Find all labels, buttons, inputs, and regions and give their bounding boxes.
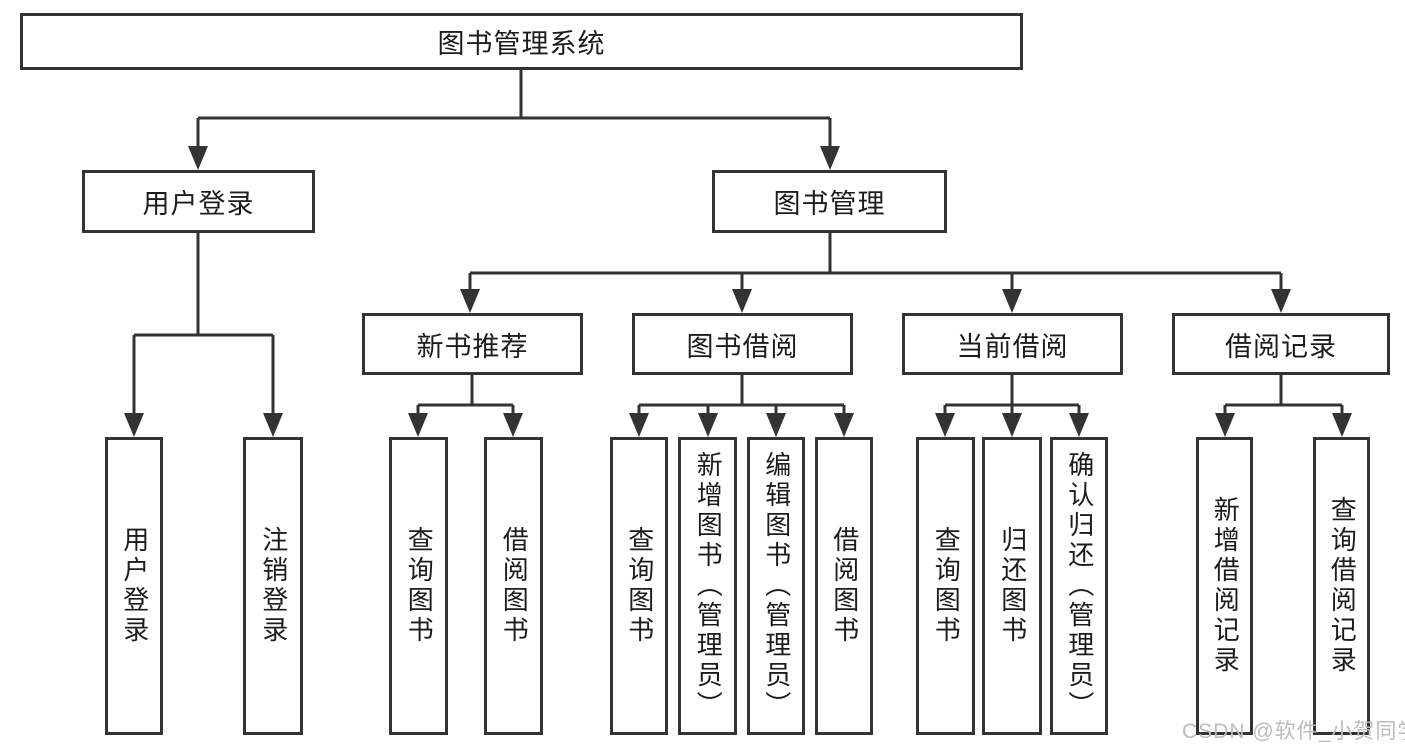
- leaf-user-login: 用户登录: [105, 437, 163, 735]
- leaf-newrec-borrow-book-label: 借阅图书: [499, 526, 530, 646]
- connector-user-login-branch: [124, 233, 283, 437]
- arrowhead: [1002, 289, 1022, 313]
- arrowhead: [1215, 413, 1235, 437]
- node-book-borrow-label: 图书借阅: [686, 331, 799, 362]
- leaf-borrow-query-book-label: 查询图书: [624, 526, 655, 646]
- node-root-system-label: 图书管理系统: [437, 29, 606, 59]
- leaf-user-login-label: 用户登录: [119, 526, 150, 646]
- arrowhead: [629, 413, 649, 437]
- node-user-login-label: 用户登录: [142, 189, 255, 219]
- connector-book-management-branch: [460, 233, 1291, 313]
- arrowhead: [1002, 413, 1022, 437]
- arrowhead: [1271, 289, 1291, 313]
- connector-borrow-records-branch: [1215, 375, 1352, 437]
- leaf-borrow-book-label: 借阅图书: [829, 526, 860, 646]
- leaf-borrow-query-book: 查询图书: [610, 437, 668, 735]
- leaf-logout-login: 注销登录: [243, 437, 303, 735]
- leaf-query-borrow-record: 查询借阅记录: [1313, 437, 1370, 735]
- connector-book-borrow-branch: [629, 375, 854, 437]
- leaf-newrec-query-book: 查询图书: [389, 437, 448, 735]
- leaf-confirm-return-admin: 确认归还（管理员）: [1050, 437, 1108, 735]
- arrowhead: [263, 413, 283, 437]
- connector-root-branch: [188, 69, 840, 170]
- leaf-current-query-book: 查询图书: [916, 437, 975, 735]
- leaf-newrec-query-book-label: 查询图书: [404, 526, 435, 646]
- leaf-return-book-label: 归还图书: [997, 526, 1028, 646]
- arrowhead: [732, 289, 752, 313]
- arrowhead: [1332, 413, 1352, 437]
- leaf-add-book-admin: 新增图书（管理员）: [678, 437, 737, 735]
- leaf-edit-book-admin-label: 编辑图书（管理员）: [761, 451, 792, 721]
- arrowhead: [766, 413, 786, 437]
- leaf-edit-book-admin: 编辑图书（管理员）: [747, 437, 805, 735]
- node-root-system: 图书管理系统: [20, 13, 1023, 70]
- leaf-return-book: 归还图书: [982, 437, 1042, 735]
- arrowhead: [408, 413, 428, 437]
- node-new-book-recommend: 新书推荐: [362, 313, 583, 375]
- node-borrow-records: 借阅记录: [1172, 313, 1390, 375]
- leaf-add-borrow-record-label: 新增借阅记录: [1210, 496, 1241, 676]
- leaf-add-borrow-record: 新增借阅记录: [1196, 437, 1253, 735]
- arrowhead: [460, 289, 480, 313]
- leaf-newrec-borrow-book: 借阅图书: [484, 437, 543, 735]
- leaf-confirm-return-admin-label: 确认归还（管理员）: [1064, 451, 1095, 721]
- leaf-borrow-book: 借阅图书: [815, 437, 873, 735]
- node-book-borrow: 图书借阅: [632, 313, 853, 375]
- leaf-current-query-book-label: 查询图书: [931, 526, 962, 646]
- node-current-borrow-label: 当前借阅: [956, 331, 1069, 362]
- node-borrow-records-label: 借阅记录: [1225, 331, 1337, 362]
- arrowhead: [834, 413, 854, 437]
- connector-new-book-branch: [408, 375, 523, 437]
- arrowhead: [698, 413, 718, 437]
- leaf-add-book-admin-label: 新增图书（管理员）: [693, 451, 724, 721]
- node-user-login: 用户登录: [82, 170, 315, 233]
- arrowhead: [935, 413, 955, 437]
- arrowhead: [1069, 413, 1089, 437]
- arrowhead: [188, 146, 208, 170]
- node-new-book-recommend-label: 新书推荐: [416, 331, 529, 362]
- csdn-watermark: CSDN @软件_小贺同学: [1182, 720, 1405, 743]
- node-book-management: 图书管理: [712, 170, 947, 233]
- arrowhead: [820, 146, 840, 170]
- node-current-borrow: 当前借阅: [902, 313, 1123, 375]
- arrowhead: [503, 413, 523, 437]
- leaf-query-borrow-record-label: 查询借阅记录: [1327, 496, 1358, 676]
- arrowhead: [124, 413, 144, 437]
- leaf-logout-login-label: 注销登录: [258, 526, 289, 646]
- node-book-management-label: 图书管理: [773, 189, 886, 219]
- connector-current-borrow-branch: [935, 375, 1089, 437]
